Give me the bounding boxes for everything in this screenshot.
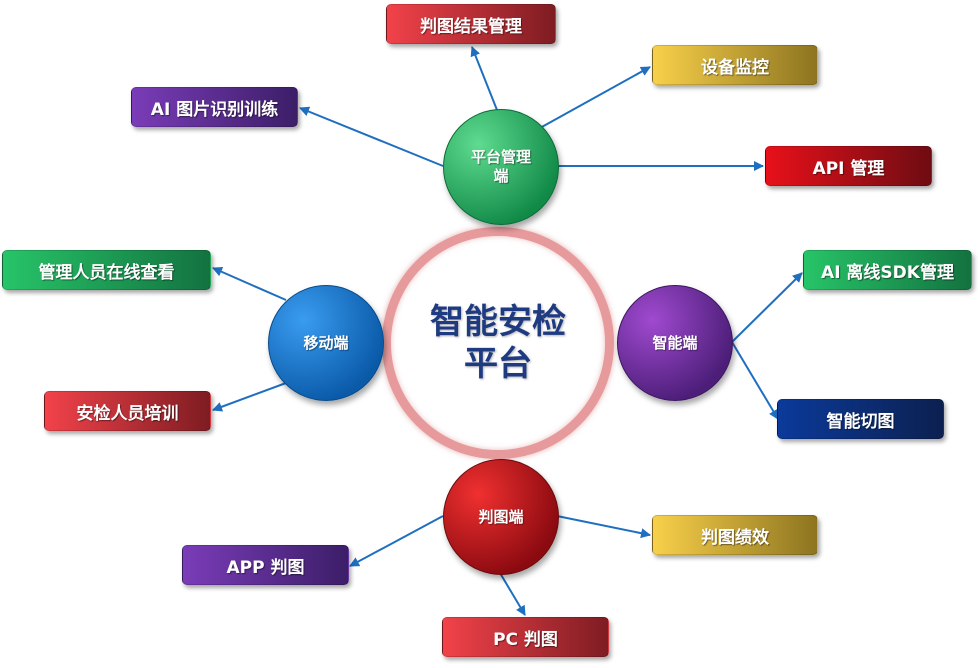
hub-judge-label: 判图端 [478, 507, 524, 526]
hub-platform: 平台管理端 [443, 109, 559, 225]
arrow-to-inspector-training [212, 382, 287, 412]
hub-judge: 判图端 [443, 459, 559, 575]
hub-mobile-label: 移动端 [303, 333, 349, 352]
box-manager-online-view: 管理人员在线查看 [2, 250, 211, 290]
box-smart-cut: 智能切图 [777, 399, 944, 439]
box-ai-offline-sdk: AI 离线SDK管理 [803, 250, 972, 290]
arrow-to-ai-image-training [299, 106, 444, 167]
box-judge-performance: 判图绩效 [652, 515, 818, 555]
hub-smart: 智能端 [617, 285, 733, 401]
box-device-monitor: 设备监控 [652, 45, 818, 85]
arrow-to-judge-result-mgmt [470, 46, 498, 111]
arrow-to-smart-cut [731, 341, 779, 420]
arrow-to-manager-online-view [212, 267, 287, 301]
box-app-judge: APP 判图 [182, 545, 349, 585]
hub-platform-label: 平台管理端 [471, 148, 532, 185]
box-judge-result-mgmt: 判图结果管理 [386, 4, 556, 44]
arrow-to-device-monitor [539, 66, 651, 129]
box-api-mgmt: API 管理 [765, 146, 932, 186]
arrow-to-app-judge [349, 515, 444, 567]
center-ring: 智能安检平台 [382, 227, 614, 459]
arrow-to-ai-offline-sdk [731, 272, 803, 343]
box-pc-judge: PC 判图 [442, 617, 609, 657]
hub-mobile: 移动端 [268, 285, 384, 401]
arrow-to-pc-judge [499, 572, 526, 616]
arrow-to-judge-performance [556, 515, 651, 539]
center-title: 智能安检平台 [430, 302, 566, 384]
hub-smart-label: 智能端 [652, 333, 698, 352]
box-ai-image-training: AI 图片识别训练 [131, 87, 298, 127]
box-inspector-training: 安检人员培训 [44, 391, 211, 431]
